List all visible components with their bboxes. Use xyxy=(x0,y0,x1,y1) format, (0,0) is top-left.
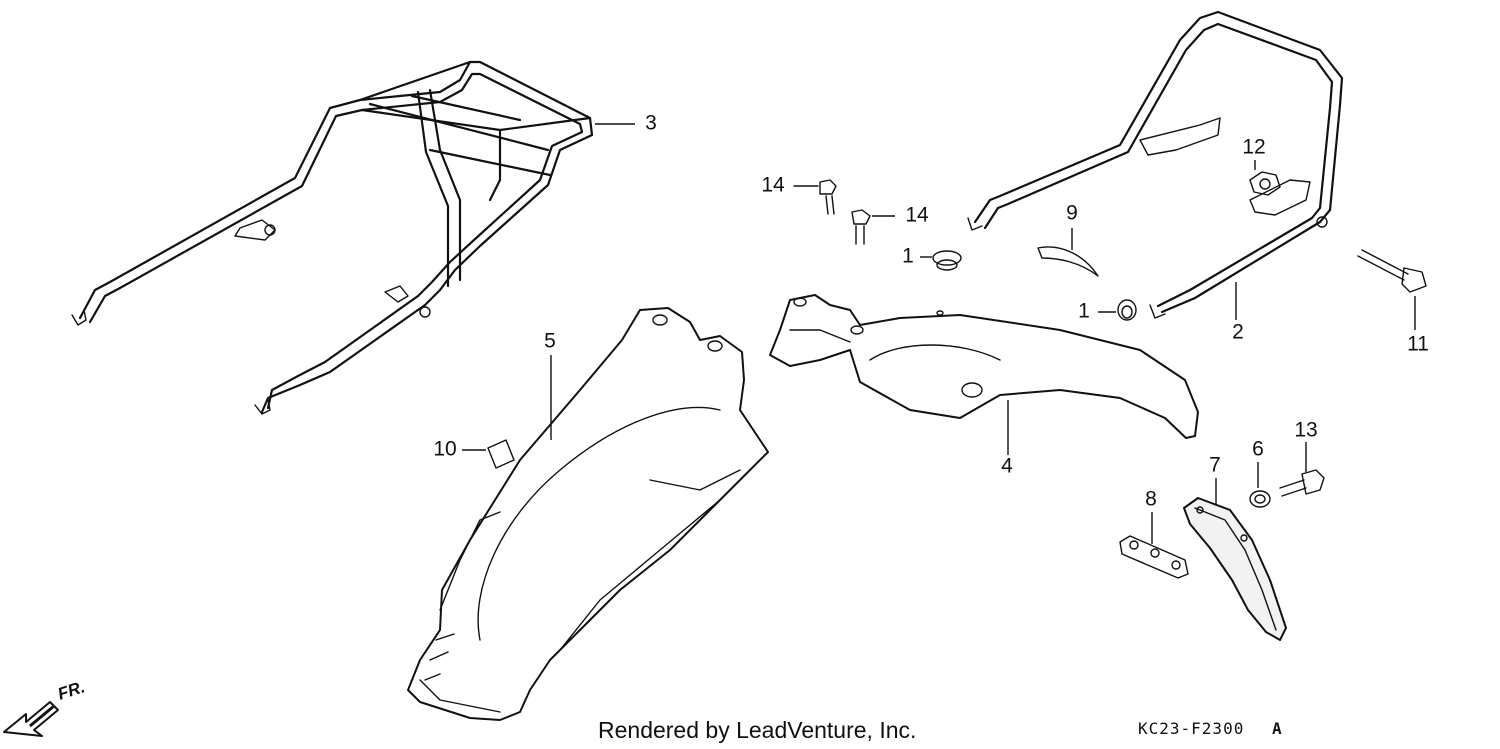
diagram-variant: A xyxy=(1272,719,1283,738)
callout-1a: 1 xyxy=(902,245,914,268)
callout-13: 13 xyxy=(1294,419,1317,442)
callout-4: 4 xyxy=(1001,455,1013,478)
nut: 12 xyxy=(1242,136,1281,196)
callout-14a: 14 xyxy=(761,174,785,197)
rear-fender-b: 5 xyxy=(407,307,769,721)
callout-14b: 14 xyxy=(905,204,929,227)
callout-10: 10 xyxy=(433,438,456,461)
rubber-strip: 9 xyxy=(1037,202,1099,277)
grab-rail: 2 xyxy=(967,10,1344,344)
callout-3: 3 xyxy=(645,112,657,135)
washer: 6 xyxy=(1249,438,1271,508)
rear-reflector: 7 xyxy=(1183,454,1287,641)
diagram-code: KC23-F2300 xyxy=(1138,719,1244,738)
reflector-stay: 8 xyxy=(1119,488,1189,579)
callout-9: 9 xyxy=(1066,202,1078,225)
caution-label: 10 xyxy=(433,438,515,469)
callout-12: 12 xyxy=(1242,136,1265,159)
callout-7: 7 xyxy=(1209,454,1221,477)
rear-fender-a: 4 xyxy=(769,294,1199,478)
callout-5: 5 xyxy=(544,330,556,353)
long-bolt: 11 xyxy=(1357,249,1429,356)
grommet-a: 1 xyxy=(902,245,962,271)
rear-carrier-rack: 3 xyxy=(71,60,657,415)
footer-credit: Rendered by LeadVenture, Inc. xyxy=(598,717,916,743)
callout-2: 2 xyxy=(1232,321,1244,344)
grommet-b: 1 xyxy=(1078,299,1137,323)
callout-6: 6 xyxy=(1252,438,1264,461)
flange-bolt-b: 14 xyxy=(851,204,929,245)
screw: 13 xyxy=(1279,419,1325,497)
callout-8: 8 xyxy=(1145,488,1157,511)
flange-bolt-a: 14 xyxy=(761,174,837,215)
direction-label: FR. xyxy=(55,677,87,704)
callout-1b: 1 xyxy=(1078,300,1090,323)
callout-11: 11 xyxy=(1407,333,1429,356)
front-direction-arrow: FR. xyxy=(3,677,87,737)
